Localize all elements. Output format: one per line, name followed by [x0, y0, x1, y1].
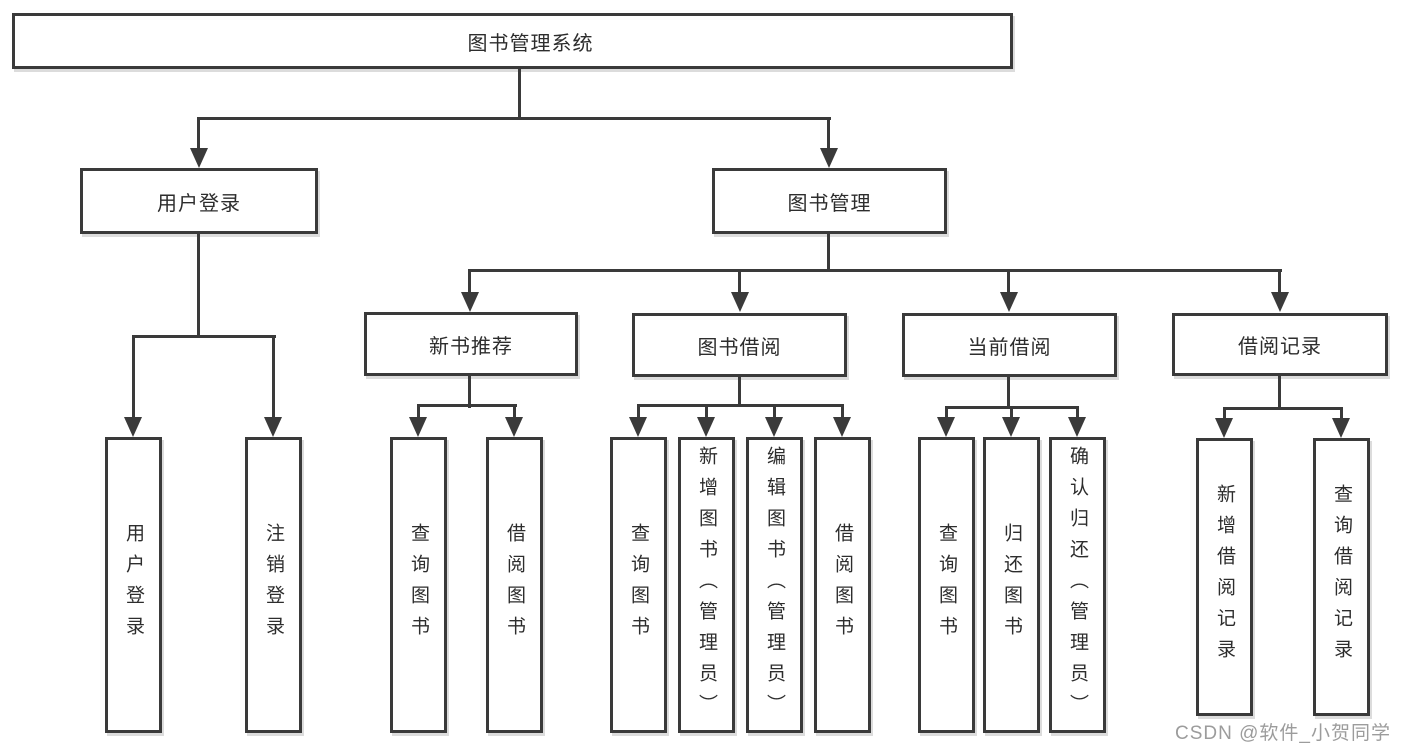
leaf-user-login-label: 用户登录: [123, 523, 144, 647]
connector-arrowhead: [629, 417, 647, 437]
connector-leaf-stub: [637, 404, 640, 420]
leaf-query-books-borrowing-label: 查询图书: [628, 523, 649, 647]
watermark-text: CSDN @软件_小贺同学: [1175, 723, 1391, 744]
connector-root-stem: [518, 68, 521, 120]
node-current-borrowing-label: 当前借阅: [967, 336, 1052, 359]
node-borrowing-records-label: 借阅记录: [1238, 336, 1322, 358]
leaf-user-login: 用户登录: [105, 437, 162, 733]
connector-to-leaf-user-login: [132, 335, 135, 419]
node-new-book-recommend: 新书推荐: [364, 312, 578, 376]
leaf-add-borrow-record: 新增借阅记录: [1196, 438, 1253, 716]
leaf-query-books-current-label: 查询图书: [936, 523, 957, 647]
leaf-borrow-books-recommend-label: 借阅图书: [504, 523, 525, 647]
connector-arrowhead: [937, 417, 955, 437]
connector-leaf-stub: [945, 406, 948, 420]
leaf-query-borrow-record-label: 查询借阅记录: [1331, 484, 1352, 670]
connector-arrowhead: [820, 148, 838, 168]
connector-to-records: [1278, 269, 1281, 295]
connector-arrowhead: [1000, 292, 1018, 312]
connector-current-stem: [1007, 377, 1010, 409]
leaf-borrow-books-borrowing: 借阅图书: [814, 437, 871, 733]
connector-user-login-stem: [197, 233, 200, 338]
connector-root-rail: [197, 117, 831, 120]
connector-to-book-management: [827, 117, 830, 151]
node-book-management-label: 图书管理: [787, 192, 872, 215]
connector-arrowhead: [124, 417, 142, 437]
leaf-edit-books-admin-label: 编辑图书（管理员）: [764, 445, 785, 725]
connector-leaf-stub: [773, 404, 776, 420]
leaf-edit-books-admin: 编辑图书（管理员）: [746, 437, 803, 733]
connector-records-rail: [1223, 407, 1343, 410]
connector-arrowhead: [1271, 292, 1289, 312]
connector-to-leaf-logout: [272, 335, 275, 419]
leaf-logout-label: 注销登录: [263, 523, 284, 647]
node-book-borrowing: 图书借阅: [632, 313, 847, 377]
node-library-system-label: 图书管理系统: [467, 32, 594, 55]
connector-leaf-stub: [1223, 407, 1226, 421]
connector-arrowhead: [1215, 418, 1233, 438]
connector-to-current: [1007, 269, 1010, 295]
leaf-logout: 注销登录: [245, 437, 302, 733]
node-book-management: 图书管理: [712, 168, 947, 234]
connector-to-borrowing: [738, 269, 741, 295]
connector-to-new-book: [468, 269, 471, 295]
leaf-query-borrow-record: 查询借阅记录: [1313, 438, 1370, 716]
leaf-query-books-recommend: 查询图书: [390, 437, 447, 733]
leaf-query-books-borrowing: 查询图书: [610, 437, 667, 733]
connector-arrowhead: [190, 148, 208, 168]
connector-leaf-stub: [705, 404, 708, 420]
connector-leaf-stub: [513, 404, 516, 420]
connector-arrowhead: [264, 417, 282, 437]
connector-arrowhead: [1068, 417, 1086, 437]
connector-arrowhead: [833, 417, 851, 437]
connector-arrowhead: [461, 292, 479, 312]
connector-borrowing-stem: [738, 377, 741, 407]
connector-leaf-stub: [1010, 406, 1013, 420]
connector-leaf-stub: [841, 404, 844, 420]
leaf-add-books-admin: 新增图书（管理员）: [678, 437, 735, 733]
leaf-add-borrow-record-label: 新增借阅记录: [1214, 484, 1235, 670]
connector-arrowhead: [505, 417, 523, 437]
connector-leaf-stub: [417, 404, 420, 420]
connector-leaf-stub: [1340, 407, 1343, 421]
connector-book-mgmt-rail: [468, 269, 1282, 272]
connector-new-book-stem: [468, 375, 471, 408]
connector-borrowing-rail: [637, 404, 844, 407]
node-book-borrowing-label: 图书借阅: [697, 336, 782, 359]
leaf-confirm-return-admin-label: 确认归还（管理员）: [1067, 445, 1088, 725]
leaf-confirm-return-admin: 确认归还（管理员）: [1049, 437, 1106, 733]
leaf-return-books-label: 归还图书: [1001, 523, 1022, 647]
connector-arrowhead: [1002, 417, 1020, 437]
connector-arrowhead: [697, 417, 715, 437]
connector-user-login-rail: [132, 335, 276, 338]
connector-arrowhead: [765, 417, 783, 437]
node-new-book-recommend-label: 新书推荐: [429, 335, 513, 358]
connector-new-book-rail: [417, 404, 517, 407]
connector-book-mgmt-stem: [827, 234, 830, 272]
node-current-borrowing: 当前借阅: [902, 313, 1117, 377]
connector-arrowhead: [409, 417, 427, 437]
leaf-add-books-admin-label: 新增图书（管理员）: [696, 445, 717, 725]
connector-arrowhead: [731, 292, 749, 312]
connector-to-user-login: [197, 117, 200, 151]
leaf-query-books-current: 查询图书: [918, 437, 975, 733]
leaf-borrow-books-recommend: 借阅图书: [486, 437, 543, 733]
node-library-system: 图书管理系统: [12, 13, 1013, 69]
node-borrowing-records: 借阅记录: [1172, 313, 1388, 376]
connector-records-stem: [1278, 376, 1281, 410]
leaf-borrow-books-borrowing-label: 借阅图书: [832, 523, 853, 647]
leaf-return-books: 归还图书: [983, 437, 1040, 733]
connector-arrowhead: [1332, 418, 1350, 438]
leaf-query-books-recommend-label: 查询图书: [408, 523, 429, 647]
node-user-login-label: 用户登录: [157, 192, 241, 215]
connector-leaf-stub: [1076, 406, 1079, 420]
node-user-login: 用户登录: [80, 168, 318, 234]
